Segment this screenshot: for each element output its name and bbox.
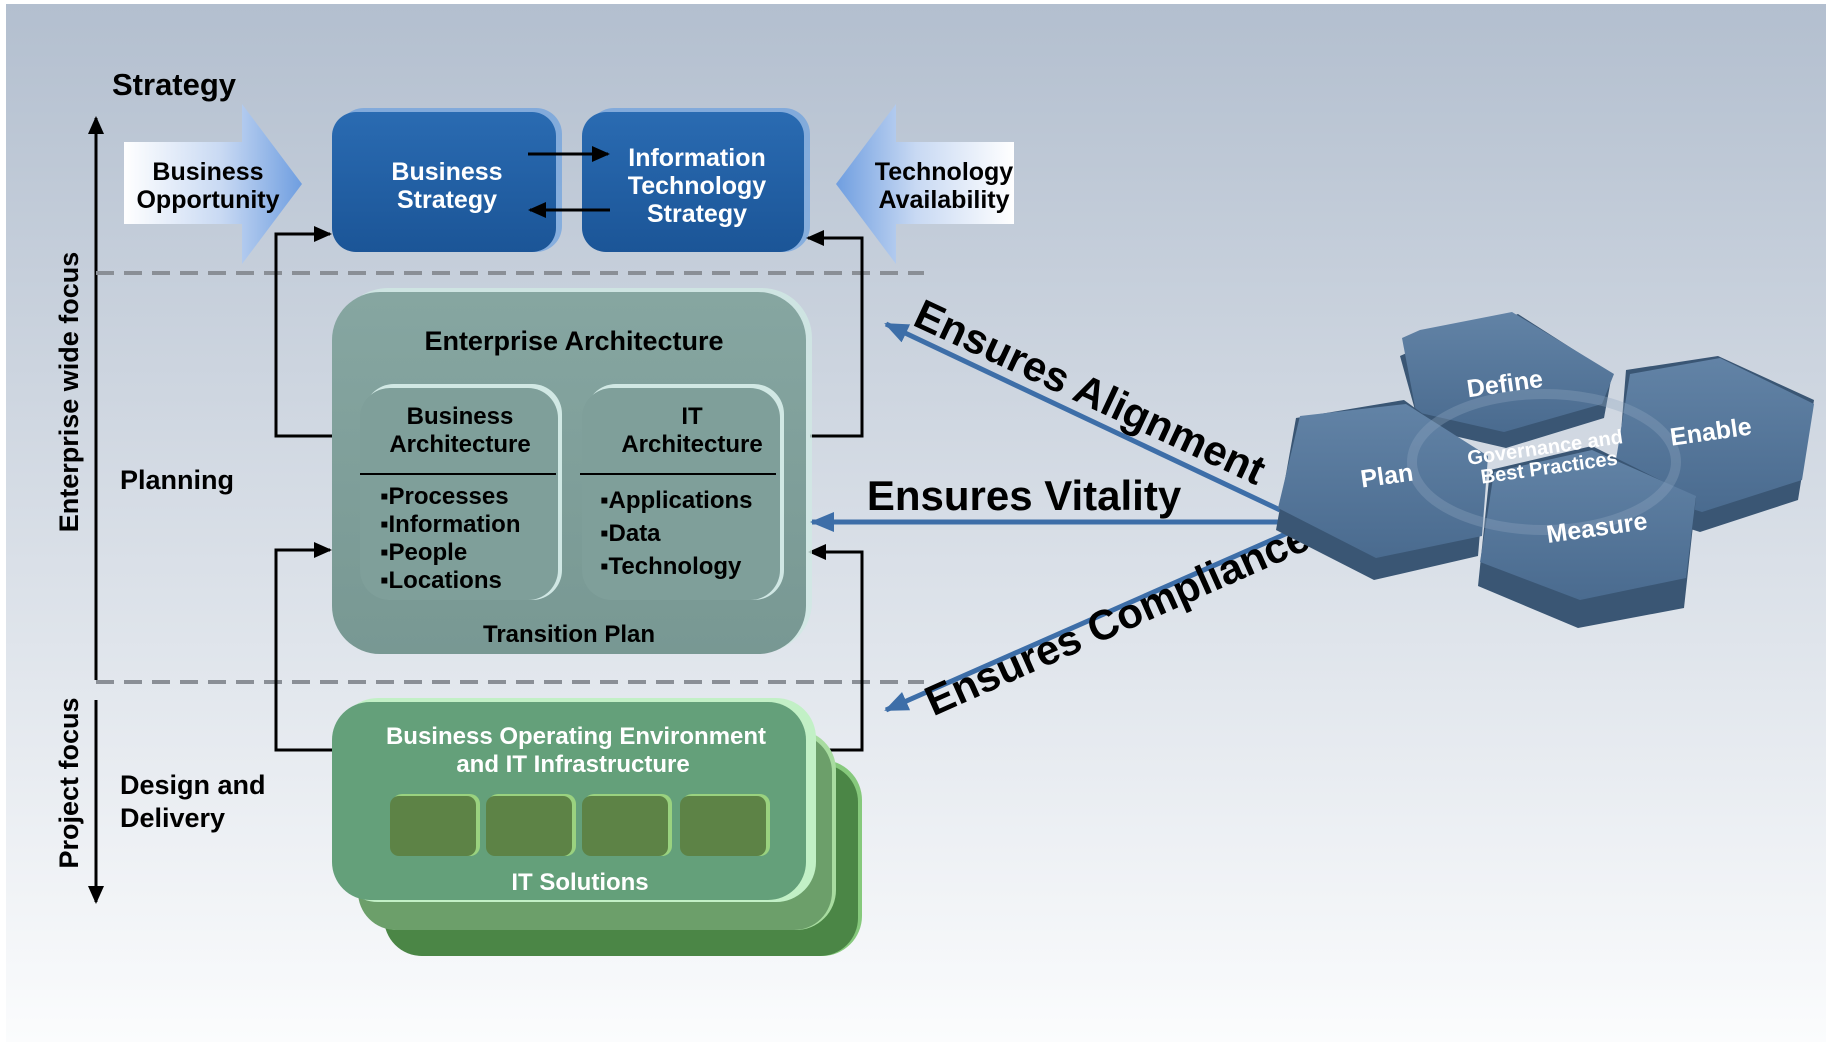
- governance-ring: [1407, 389, 1681, 535]
- project-focus-label: Project focus: [54, 697, 84, 868]
- planning-label: Planning: [120, 465, 234, 495]
- business-strategy-line-2: Strategy: [397, 186, 497, 214]
- strategy-label: Strategy: [112, 67, 237, 102]
- transition-plan-label: Transition Plan: [483, 621, 655, 648]
- ea-title: Enterprise Architecture: [424, 326, 723, 356]
- env-to-ea-left-connector: [274, 542, 332, 752]
- business-strategy-line-1: Business: [391, 158, 502, 186]
- measure-hex: [1478, 446, 1696, 628]
- it-solution-blocks: [390, 794, 770, 856]
- technology-availability-line-1: Technology: [875, 158, 1014, 186]
- enterprise-focus-label: Enterprise wide focus: [54, 252, 84, 533]
- it-architecture-panel: IT Architecture ▪Applications ▪Data ▪Tec…: [580, 384, 784, 600]
- business-opportunity-line-2: Opportunity: [136, 186, 279, 214]
- enable-hex: [1612, 356, 1814, 532]
- it-strategy-line-2: Technology: [628, 172, 767, 200]
- business-arch-item: ▪Locations: [380, 567, 502, 594]
- ea-to-it-strategy-connector: [806, 230, 864, 438]
- it-arch-title-2: Architecture: [621, 431, 762, 458]
- design-delivery-label-2: Delivery: [120, 803, 225, 833]
- business-arch-title-2: Architecture: [389, 431, 530, 458]
- plan-hex: [1276, 400, 1488, 580]
- it-strategy-line-1: Information: [628, 144, 766, 172]
- operating-environment-stack: Business Operating Environment and IT In…: [332, 698, 862, 956]
- business-arch-item: ▪Processes: [380, 483, 509, 510]
- ensures-vitality-label: Ensures Vitality: [867, 472, 1182, 519]
- define-hex: [1400, 312, 1614, 448]
- business-architecture-panel: Business Architecture ▪Processes ▪Inform…: [360, 384, 562, 600]
- it-arch-title-1: IT: [681, 403, 703, 430]
- it-strategy-box: Information Technology Strategy: [582, 108, 810, 252]
- it-arch-item: ▪Data: [600, 520, 661, 547]
- technology-availability-line-2: Availability: [878, 186, 1009, 214]
- it-solutions-label: IT Solutions: [511, 869, 648, 896]
- business-arch-item: ▪Information: [380, 511, 521, 538]
- design-delivery-label-1: Design and: [120, 770, 266, 800]
- enterprise-architecture-box: Enterprise Architecture Business Archite…: [332, 288, 812, 654]
- it-strategy-line-3: Strategy: [647, 200, 747, 228]
- compliance-arrow: [884, 529, 1292, 713]
- env-title-1: Business Operating Environment: [386, 723, 766, 750]
- business-arch-item: ▪People: [380, 539, 467, 566]
- it-arch-item: ▪Technology: [600, 553, 742, 580]
- business-opportunity-line-1: Business: [152, 158, 263, 186]
- technology-availability-arrow: Technology Availability: [836, 104, 1014, 264]
- env-title-2: and IT Infrastructure: [456, 751, 689, 778]
- alignment-arrow: [884, 321, 1282, 513]
- business-arch-title-1: Business: [407, 403, 514, 430]
- ea-to-business-strategy-connector: [274, 226, 332, 438]
- env-to-ea-right-connector: [808, 544, 864, 752]
- it-arch-item: ▪Applications: [600, 487, 753, 514]
- governance-cluster: Define Enable Plan Measure Governance an…: [1276, 312, 1814, 628]
- business-strategy-box: Business Strategy: [332, 108, 562, 252]
- business-opportunity-arrow: Business Opportunity: [124, 104, 302, 264]
